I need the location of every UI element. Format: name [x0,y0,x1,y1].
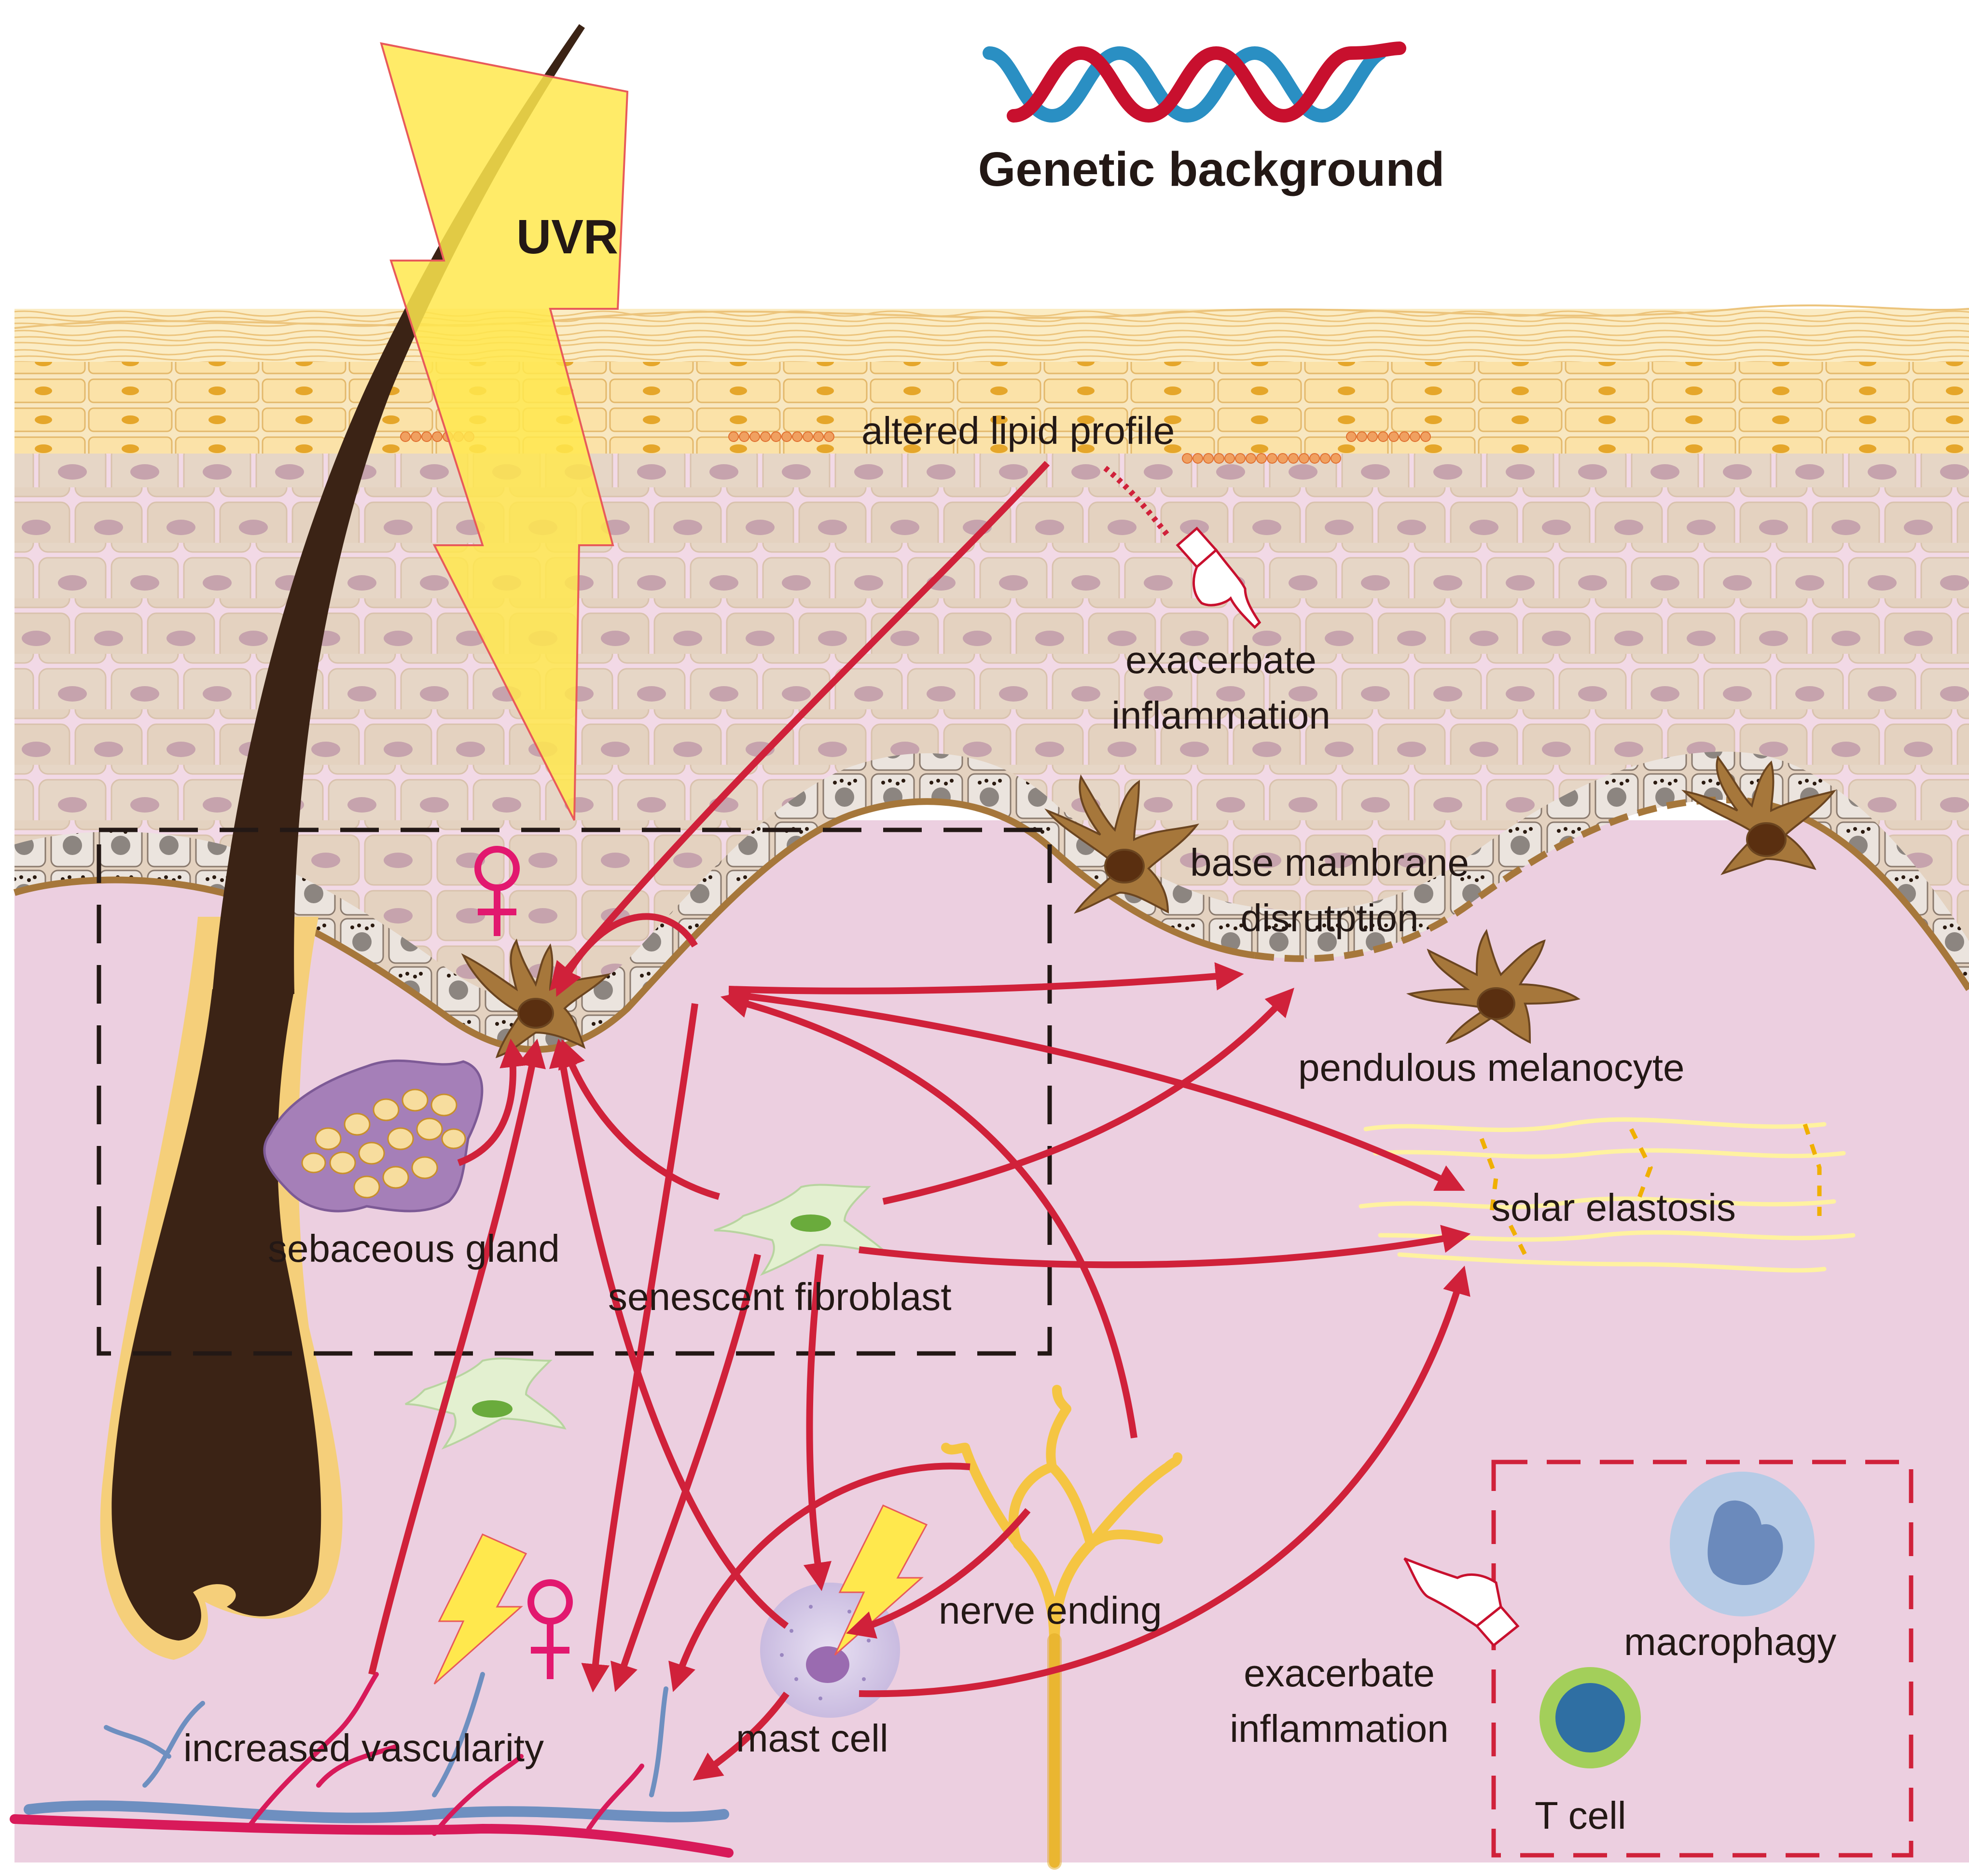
uvr-lightning-icon [380,42,629,821]
arrow-lipid-to-melanocyte [549,461,1050,991]
arrow-nerve-to-vessel [668,1462,971,1692]
blood-vessels-red [10,1672,734,1858]
basement-membrane-disrupted [1254,796,1747,962]
sebaceous-gland [263,1059,484,1213]
pointing-hand-icon [1403,1557,1520,1647]
female-symbol-icon [527,1579,573,1679]
senescent-fibroblast-label: senescent fibroblast [608,1275,952,1318]
uvr-label: UVR [516,210,618,264]
arrow-fibroblast-to-bm [882,988,1294,1205]
arrow-keratinocyte-to-solar [728,991,1465,1191]
title: Genetic background [978,142,1445,196]
arrow-nerve-to-keratinocyte [720,990,1137,1439]
female-symbol-icon [474,846,520,936]
arrows [368,461,1471,1781]
arrow-nerve-to-mast [846,1508,1031,1639]
t-cell [1539,1667,1641,1768]
blood-vessels-blue [24,1672,729,1823]
focus-region-box [97,828,1052,1356]
stratum-granulosum [14,357,1969,454]
pointing-hand-icon [1176,526,1262,629]
melanocyte [1044,774,1199,914]
hair-shaft [212,24,585,994]
arrow-fibroblast-to-solar [859,1225,1471,1269]
nerve-ending [941,1385,1182,1870]
macrophagy-label: macrophagy [1624,1620,1836,1663]
exacerbate-top-label: exacerbate [1125,638,1317,681]
nerve-ending-label: nerve ending [939,1589,1162,1632]
arrow-fibroblast-to-vessel [610,1254,761,1692]
arrow-mast-to-solar [859,1266,1470,1697]
immune-cells-box [1491,1460,1914,1858]
arrow-keratinocyte-to-melanocyte [555,913,698,997]
arrow-sebaceous-to-melanocyte [457,1038,528,1166]
disruption-label: disrutption [1240,897,1418,939]
lightning-icon [433,1533,527,1685]
mast-cell-label: mast cell [736,1717,888,1760]
dna-helix-icon [983,41,1406,123]
arrow-fibroblast-to-melanocyte [558,1039,720,1200]
increased-vascularity-label: increased vascularity [183,1726,544,1769]
base-membrane-label: base mambrane [1190,841,1469,884]
melanocyte [1681,755,1836,875]
t-cell-label: T cell [1535,1794,1626,1837]
dermis [14,820,1969,1862]
lipid-droplets [400,431,1431,464]
arrow-mast-to-melanocyte [549,1038,789,1629]
inflammation-top-label: inflammation [1111,694,1331,737]
arrow-vessel-to-melanocyte [368,1038,546,1675]
sebaceous-gland-label: sebaceous gland [268,1227,560,1270]
dotted-connector [1103,466,1170,538]
macrophage [1670,1472,1815,1616]
solar-elastosis-fragments [1479,1123,1822,1256]
inflammation-bottom-label: inflammation [1230,1707,1449,1750]
pendulous-melanocyte-label: pendulous melanocyte [1298,1046,1685,1089]
arrow-keratinocyte-to-vessel [581,1003,698,1693]
stratum-corneum-top [14,304,1969,329]
altered-lipid-label: altered lipid profile [861,409,1175,452]
arrow-keratinocyte-to-bm [728,962,1244,994]
arrow-fibroblast-to-mast [803,1254,832,1591]
arrow-mast-to-vessel [693,1691,790,1781]
exacerbate-bottom-label: exacerbate [1244,1652,1435,1695]
pendulous-melanocyte [1406,929,1581,1044]
solar-elastosis-label: solar elastosis [1491,1186,1736,1229]
